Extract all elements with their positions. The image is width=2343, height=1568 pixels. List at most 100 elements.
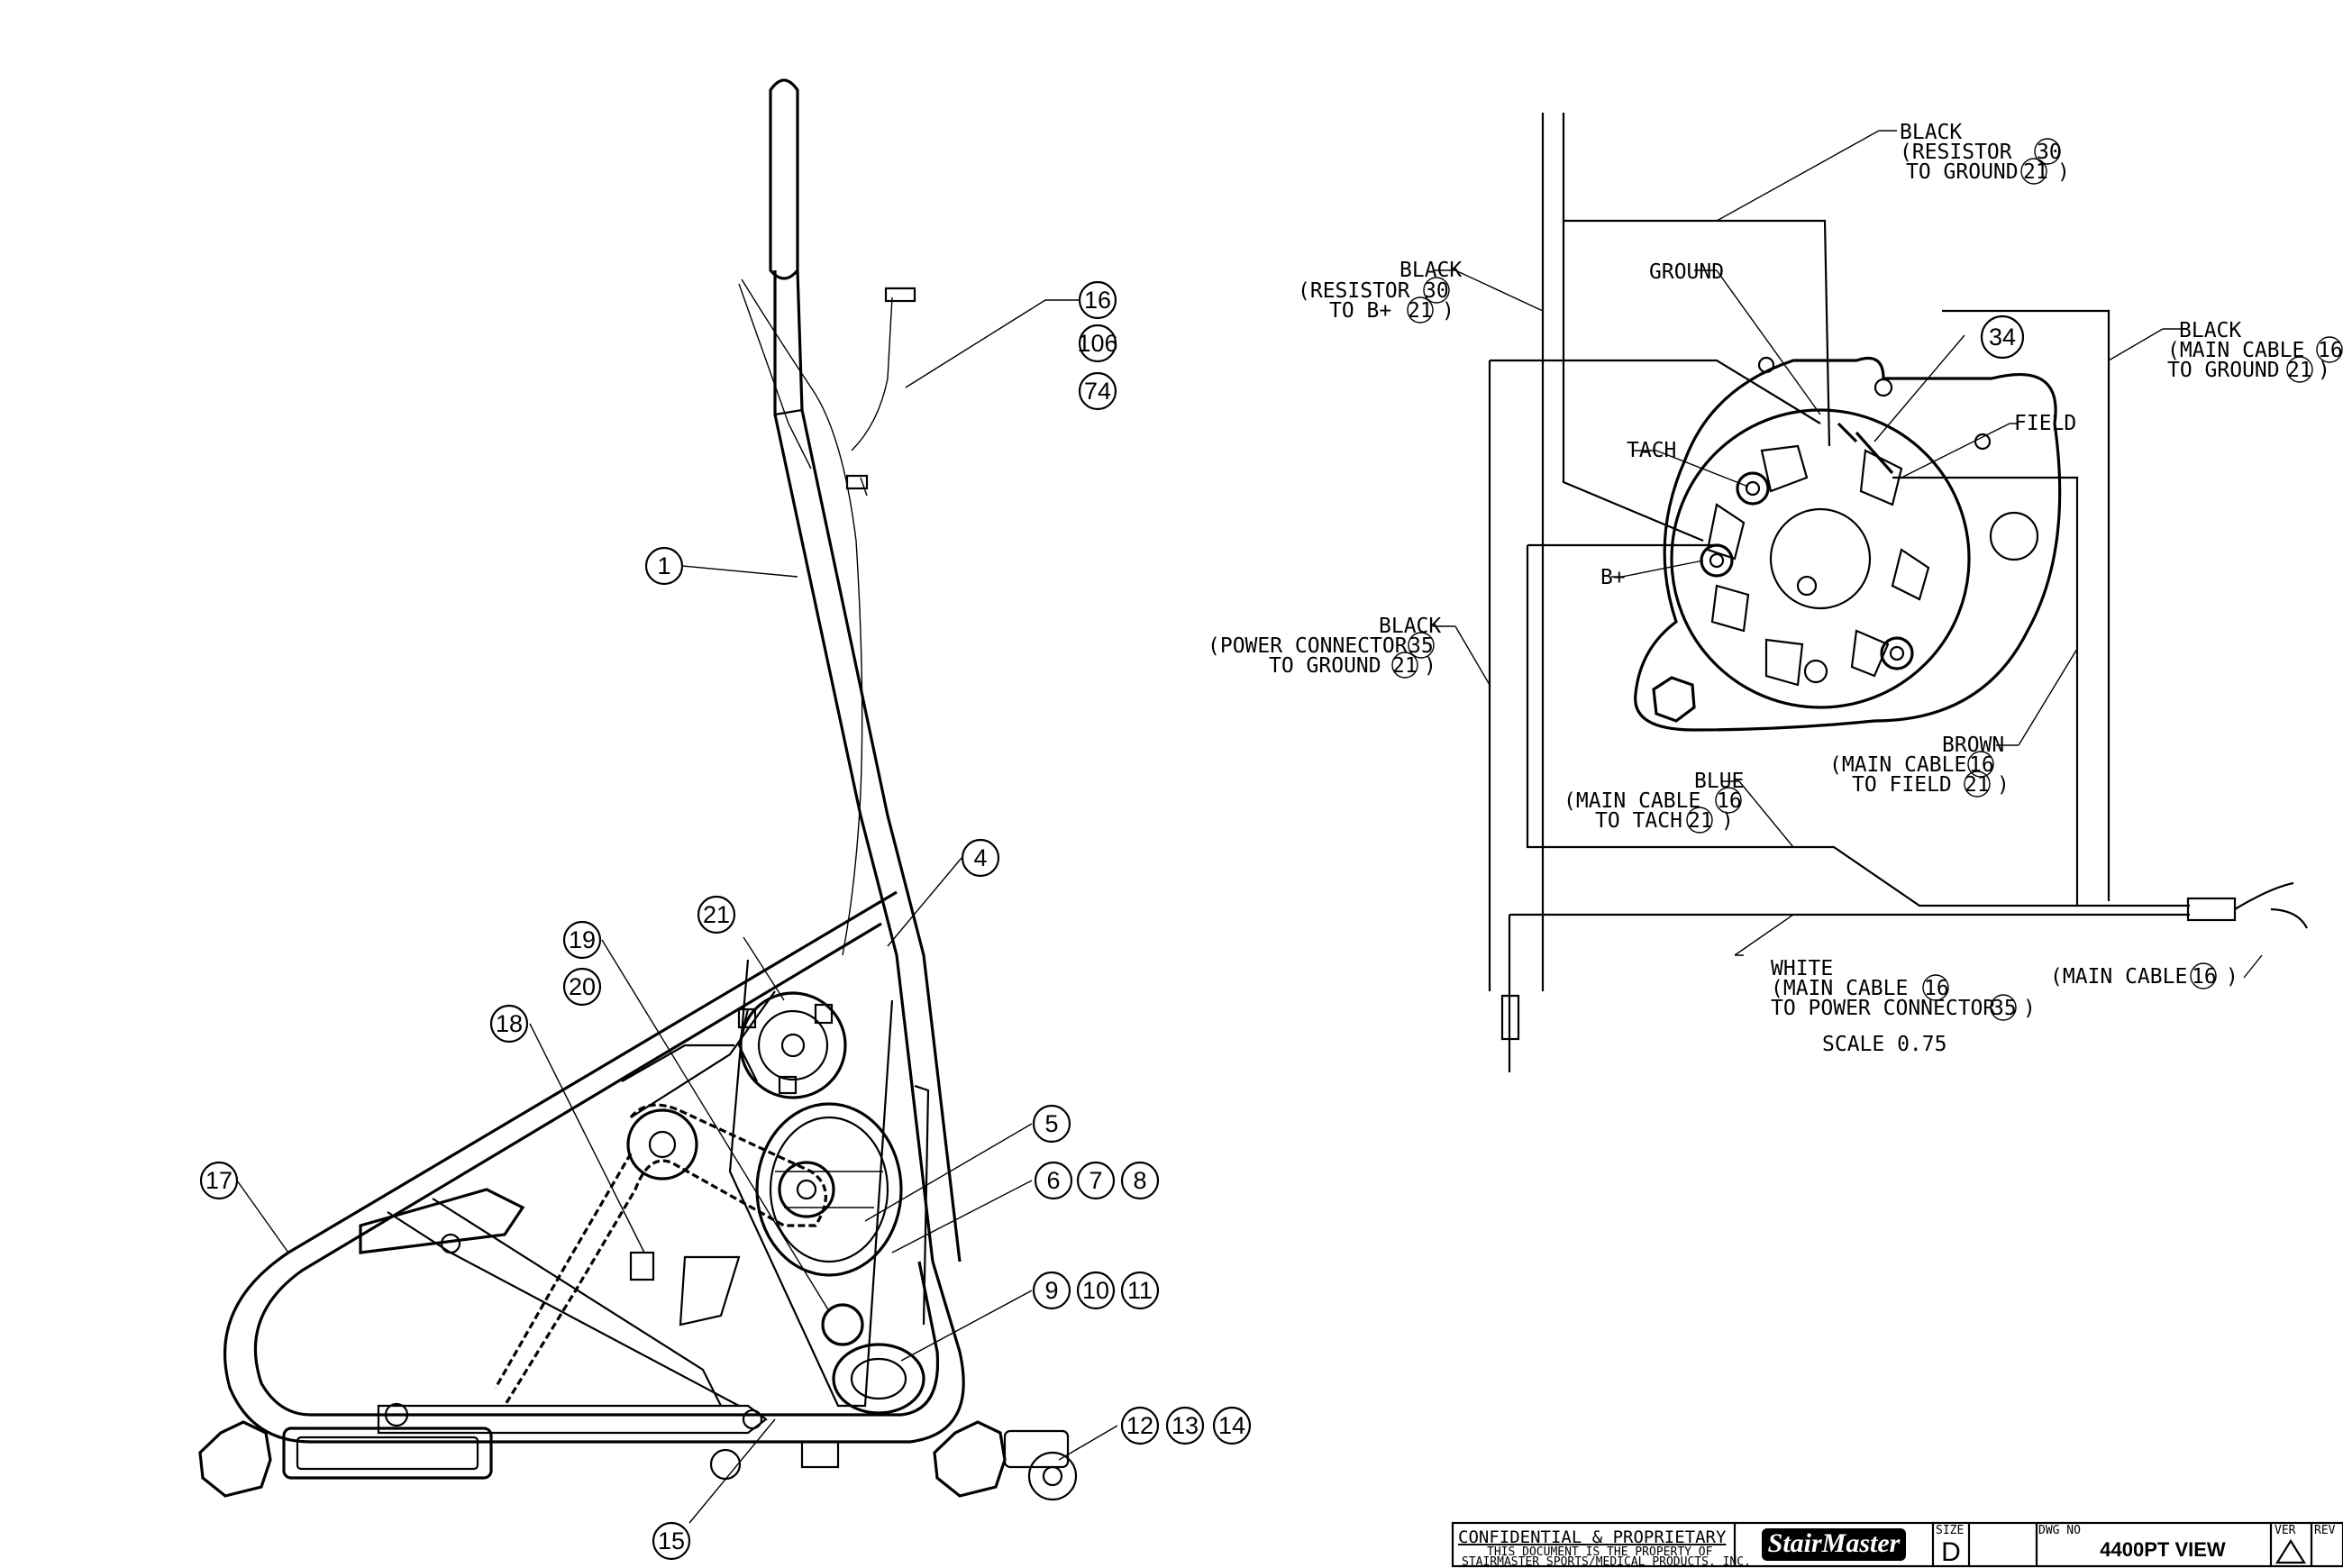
callout-11: 11	[1120, 1271, 1160, 1310]
svg-text:): )	[2318, 359, 2330, 382]
svg-text:TO POWER CONNECTOR: TO POWER CONNECTOR	[1771, 997, 1995, 1020]
svg-text:17: 17	[205, 1167, 232, 1194]
svg-text:(POWER CONNECTOR: (POWER CONNECTOR	[1208, 634, 1408, 658]
callout-20: 20	[562, 967, 602, 1007]
callout-4: 4	[961, 838, 1000, 878]
alternator-detail	[1634, 356, 2062, 732]
drawing-number: 4400PT VIEW	[2100, 1538, 2226, 1561]
svg-text:StairMaster: StairMaster	[1768, 1528, 1901, 1558]
callout-106: 106	[1077, 324, 1118, 363]
callout-15: 15	[652, 1521, 691, 1561]
detail-leaders	[1433, 130, 2263, 979]
svg-text:THIS DOCUMENT IS THE PROPERTY: THIS DOCUMENT IS THE PROPERTY OF	[1487, 1545, 1713, 1559]
svg-text:): )	[1997, 773, 2010, 797]
svg-text:74: 74	[1084, 378, 1111, 405]
upright-mast	[773, 269, 962, 1263]
wire-routes	[1488, 113, 2308, 1072]
svg-text:(RESISTOR: (RESISTOR	[1298, 279, 1410, 303]
upper-sprocket	[626, 1108, 698, 1181]
svg-text:BLACK: BLACK	[1379, 615, 1441, 638]
svg-text:34: 34	[1989, 324, 2016, 351]
side-plate	[728, 959, 894, 1408]
svg-text:(MAIN CABLE: (MAIN CABLE	[2050, 965, 2187, 989]
svg-text:12: 12	[1126, 1412, 1153, 1439]
svg-text:21: 21	[703, 901, 730, 928]
confidential-text: CONFIDENTIAL & PROPRIETARY	[1458, 1527, 1727, 1547]
bottom-pulley	[821, 1303, 925, 1415]
callout-14: 14	[1212, 1406, 1252, 1445]
callout-6: 6	[1034, 1161, 1073, 1200]
callout-7: 7	[1076, 1161, 1116, 1200]
handle-grip	[769, 78, 799, 280]
callout-13: 13	[1165, 1406, 1205, 1445]
large-pulley	[755, 1102, 903, 1277]
label-field: FIELD	[2014, 412, 2076, 435]
rear-foot	[198, 1420, 272, 1498]
callout-74: 74	[1078, 371, 1117, 411]
callout-21: 21	[697, 895, 736, 934]
callout-1: 1	[644, 546, 684, 586]
cable-harness	[741, 278, 863, 956]
bplus-terminal	[1700, 543, 1734, 578]
svg-text:TO B+: TO B+	[1329, 299, 1391, 323]
svg-text:(MAIN CABLE: (MAIN CABLE	[1564, 789, 1700, 813]
label-black-power-ground: BLACK (POWER CONNECTOR 35 TO GROUND 21 )	[1208, 615, 1441, 679]
label-black-main-ground: BLACK (MAIN CABLE 16 TO GROUND 21 )	[2167, 319, 2343, 383]
label-brown-field: BROWN (MAIN CABLE 16 TO FIELD 21 )	[1829, 734, 2010, 798]
svg-text:): )	[1721, 809, 1734, 833]
svg-text:): )	[1424, 654, 1436, 678]
svg-text:BROWN: BROWN	[1942, 734, 2004, 757]
callout-leaders	[236, 299, 1118, 1524]
svg-text:TO GROUND: TO GROUND	[2167, 359, 2280, 382]
title-block: CONFIDENTIAL & PROPRIETARY THIS DOCUMENT…	[1451, 1521, 2343, 1568]
svg-text:VER: VER	[2275, 1524, 2296, 1537]
svg-text:1: 1	[657, 552, 670, 579]
pedal-lower	[282, 1402, 768, 1481]
stairmaster-logo	[1762, 1528, 1906, 1561]
svg-text:REV: REV	[2314, 1524, 2336, 1537]
front-foot	[933, 1420, 1007, 1498]
svg-text:106: 106	[1077, 330, 1117, 357]
svg-text:18: 18	[496, 1010, 523, 1037]
tach-terminal	[1736, 471, 1770, 506]
label-main-cable: (MAIN CABLE 16 )	[2050, 962, 2238, 989]
svg-text:BLUE: BLUE	[1694, 770, 1744, 793]
label-tach: TACH	[1627, 439, 1676, 462]
svg-text:16: 16	[1084, 287, 1111, 314]
callout-5: 5	[1032, 1104, 1071, 1144]
svg-text:(MAIN CABLE: (MAIN CABLE	[1771, 977, 1908, 1000]
svg-text:19: 19	[569, 926, 596, 953]
svg-text:WHITE: WHITE	[1771, 957, 1833, 980]
svg-text:(MAIN CABLE: (MAIN CABLE	[1829, 753, 1966, 777]
callout-16: 16	[1078, 280, 1117, 320]
callout-8: 8	[1120, 1161, 1160, 1200]
svg-text:): )	[1442, 299, 1454, 323]
pedal-upper	[359, 1188, 740, 1407]
svg-text:TO GROUND: TO GROUND	[1906, 160, 2019, 184]
label-bplus: B+	[1600, 566, 1626, 589]
alternator-wiring-detail: 34 BLACK (RESISTOR 30 TO GROUND 21 ) BLA…	[1208, 113, 2343, 1072]
label-black-resistor-bplus: BLACK (RESISTOR 30 TO B+ 21 )	[1298, 259, 1462, 324]
svg-text:SIZE: SIZE	[1936, 1524, 1964, 1537]
svg-text:BLACK: BLACK	[1900, 121, 1962, 144]
svg-text:(RESISTOR: (RESISTOR	[1900, 141, 2012, 164]
label-ground: GROUND	[1649, 260, 1724, 284]
svg-text:BLACK: BLACK	[1399, 259, 1462, 282]
label-black-resistor-ground: BLACK (RESISTOR 30 TO GROUND 21 )	[1900, 121, 2070, 185]
svg-text:20: 20	[569, 973, 596, 1000]
label-white-power: WHITE (MAIN CABLE 16 TO POWER CONNECTOR …	[1771, 957, 2036, 1021]
callout-19: 19	[562, 920, 602, 960]
svg-text:5: 5	[1044, 1110, 1058, 1137]
svg-text:10: 10	[1082, 1277, 1109, 1304]
svg-text:8: 8	[1133, 1167, 1146, 1194]
svg-text:13: 13	[1172, 1412, 1199, 1439]
svg-text:9: 9	[1044, 1277, 1058, 1304]
svg-text:DWG NO: DWG NO	[2038, 1524, 2081, 1537]
svg-text:6: 6	[1046, 1167, 1060, 1194]
stairclimber-assembly-drawing: 16 106 74 1 4 21 19 20 18 5 6 7 8 17 9 1…	[198, 78, 1252, 1561]
svg-text:(MAIN CABLE: (MAIN CABLE	[2167, 339, 2304, 362]
sheet-size: D	[1941, 1537, 1961, 1567]
label-blue-tach: BLUE (MAIN CABLE 16 TO TACH 21 )	[1564, 770, 1744, 834]
alternator-small	[737, 991, 847, 1099]
svg-text:7: 7	[1089, 1167, 1102, 1194]
